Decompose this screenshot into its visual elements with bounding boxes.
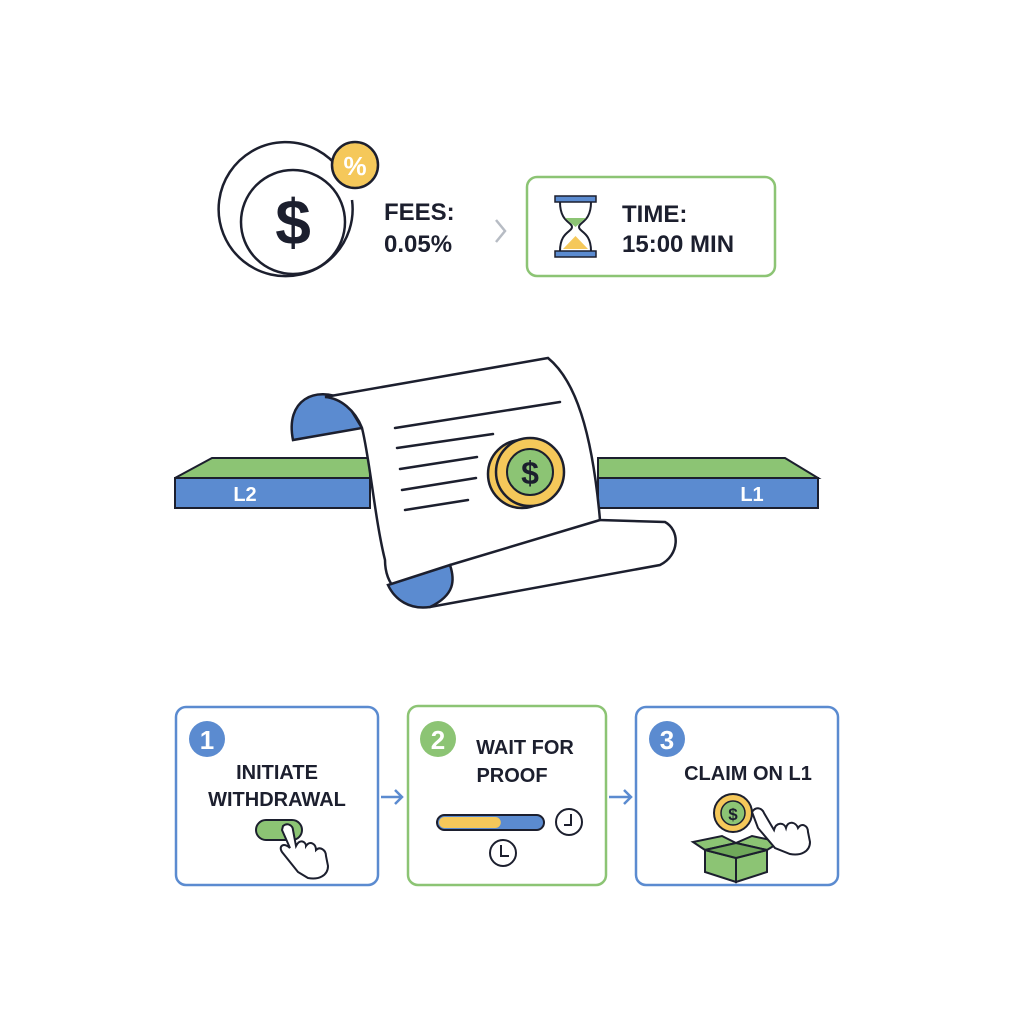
step-1-line2: WITHDRAWAL bbox=[208, 789, 346, 811]
hand-pressing-button-icon bbox=[255, 819, 330, 880]
step-3-card: 3 CLAIM ON L1 $ bbox=[634, 705, 840, 887]
step-2-number: 2 bbox=[431, 725, 445, 755]
claim-coin-symbol: $ bbox=[728, 805, 738, 824]
step-2-line2: PROOF bbox=[476, 765, 547, 787]
l1-platform: L1 bbox=[597, 457, 822, 509]
step-2-card: 2 WAIT FOR PROOF bbox=[406, 704, 608, 887]
step-2-line1: WAIT FOR bbox=[476, 737, 574, 759]
arrow-right-icon bbox=[609, 789, 633, 805]
hourglass-icon bbox=[554, 195, 597, 258]
step-3-number: 3 bbox=[660, 725, 674, 755]
fees-coin-icon: $ bbox=[217, 140, 354, 278]
arrow-right-icon bbox=[381, 789, 404, 805]
time-value: 15:00 MIN bbox=[622, 231, 734, 258]
percent-icon: % bbox=[330, 140, 380, 190]
step-1-card: 1 INITIATE WITHDRAWAL bbox=[174, 705, 380, 887]
time-label: TIME: bbox=[622, 201, 687, 228]
fees-label: FEES: bbox=[384, 199, 455, 226]
progress-fill bbox=[439, 817, 501, 828]
clock-icon bbox=[489, 839, 517, 867]
progress-bar bbox=[436, 814, 545, 831]
dollar-symbol: $ bbox=[275, 186, 311, 258]
step-1-number: 1 bbox=[200, 725, 214, 755]
receipt-scroll-icon: $ bbox=[290, 356, 677, 609]
coin-box-hand-icon: $ bbox=[690, 793, 812, 884]
step-1-line1: INITIATE bbox=[236, 762, 318, 784]
l2-platform: L2 bbox=[174, 457, 371, 509]
clock-icon bbox=[555, 808, 583, 836]
l1-label: L1 bbox=[740, 484, 763, 506]
scroll-coin-symbol: $ bbox=[521, 455, 539, 491]
fees-value: 0.05% bbox=[384, 231, 452, 258]
l2-label: L2 bbox=[233, 484, 256, 506]
percent-symbol: % bbox=[343, 151, 366, 181]
step-3-line1: CLAIM ON L1 bbox=[684, 763, 812, 785]
chevron-right-icon bbox=[495, 219, 507, 243]
